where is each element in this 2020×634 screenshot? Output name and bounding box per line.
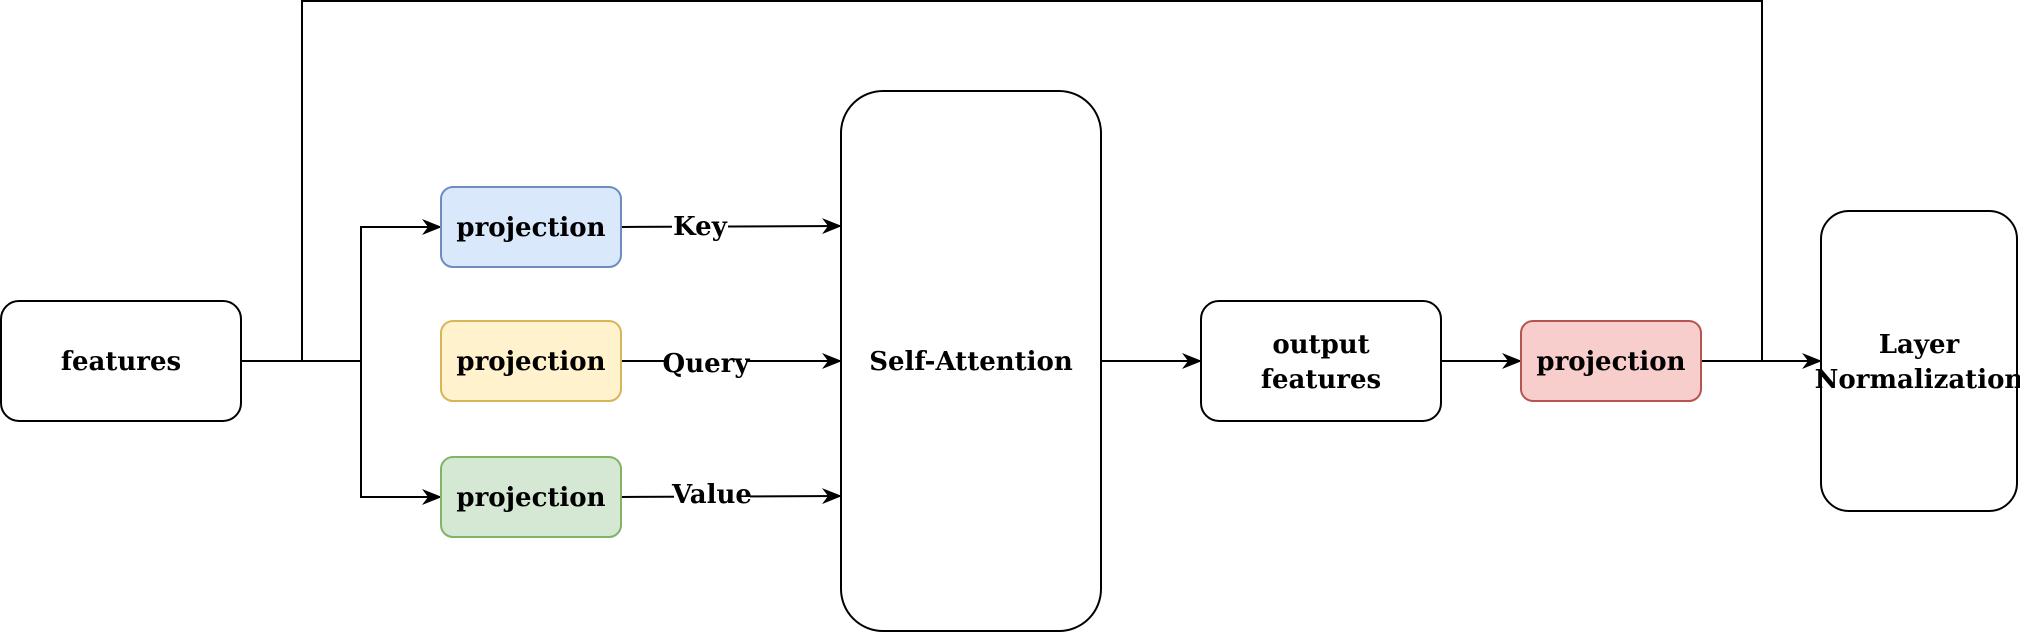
key-arrow bbox=[620, 218, 842, 235]
output-projection-box bbox=[1520, 320, 1702, 402]
edge-label-query: Query bbox=[663, 347, 751, 379]
key-label: Key bbox=[673, 212, 728, 242]
query-label: Query bbox=[663, 349, 751, 379]
key-projection-box bbox=[440, 186, 622, 268]
layer-normalization-label-line2: Normalization bbox=[1815, 365, 2020, 395]
value-label: Value bbox=[671, 480, 752, 510]
output-features-label-line1: output bbox=[1272, 330, 1369, 360]
value-projection-box bbox=[440, 456, 622, 538]
output-features-label-line2: features bbox=[1261, 365, 1381, 395]
features-label: features bbox=[61, 347, 181, 377]
layer-normalization-label-line1: Layer bbox=[1879, 330, 1960, 360]
query-projection-label: projection bbox=[456, 347, 605, 377]
value-projection-label: projection bbox=[456, 483, 605, 513]
residual-connection-line bbox=[301, 0, 1763, 361]
edge-label-key: Key bbox=[672, 211, 728, 243]
key-projection-label: projection bbox=[456, 213, 605, 243]
output-projection-label: projection bbox=[1536, 347, 1685, 377]
edge-label-value: Value bbox=[671, 479, 752, 511]
key-projection-node: projection bbox=[440, 186, 622, 268]
features-to-key-projection-arrow bbox=[360, 219, 442, 361]
self-attention-node: Self-Attention bbox=[840, 90, 1102, 632]
features-to-value-projection-arrow bbox=[360, 361, 442, 505]
self-attention-label: Self-Attention bbox=[869, 347, 1073, 377]
query-projection-node: projection bbox=[440, 320, 622, 402]
output-projection-node: projection bbox=[1520, 320, 1702, 402]
query-projection-box bbox=[440, 320, 622, 402]
layer-normalization-node: Layer Normalization bbox=[1815, 210, 2020, 512]
output-features-node: output features bbox=[1200, 300, 1442, 422]
value-projection-node: projection bbox=[440, 456, 622, 538]
features-node: features bbox=[0, 300, 242, 422]
